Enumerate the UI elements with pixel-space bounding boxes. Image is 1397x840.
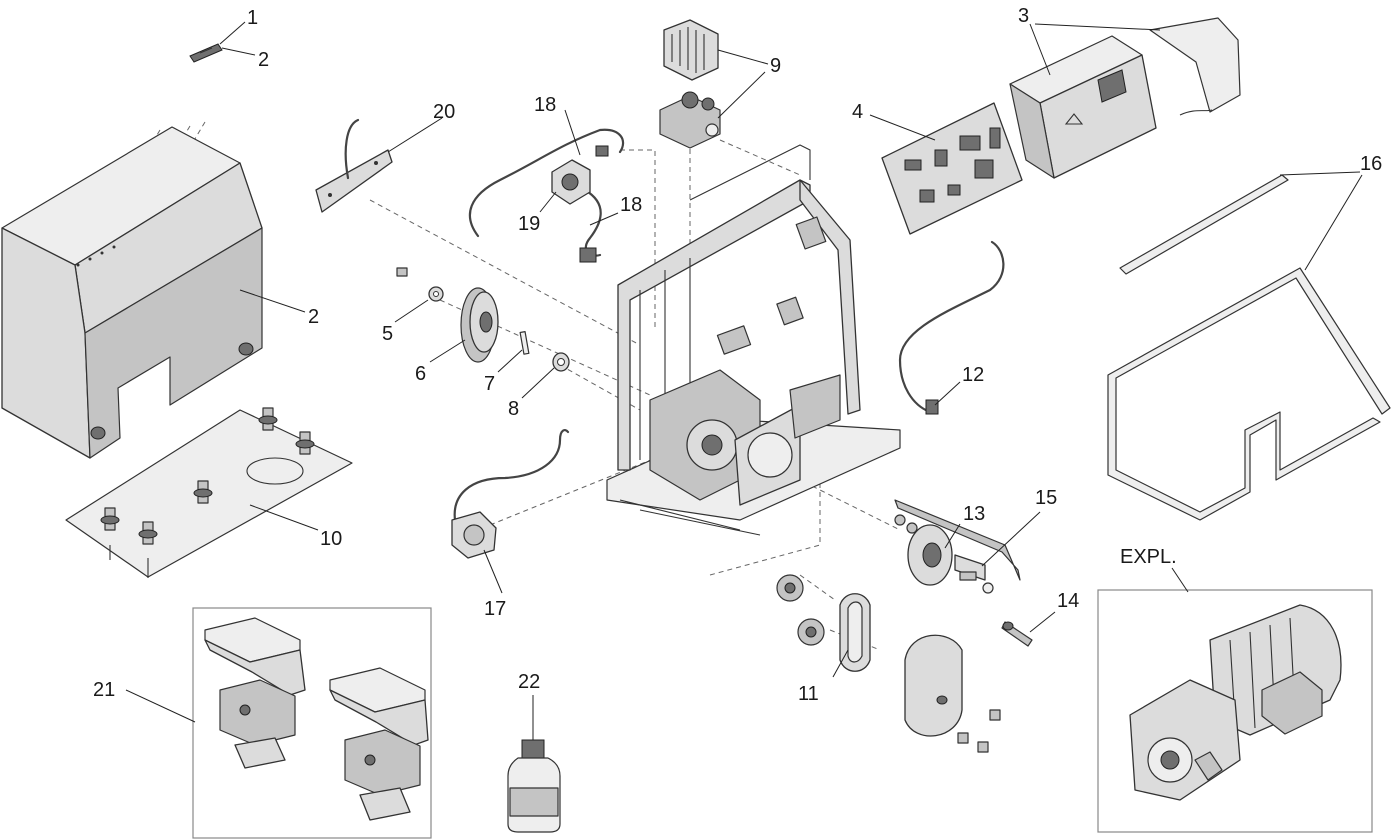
- callout-9: 9: [770, 55, 781, 77]
- rack-bracket-set: [204, 617, 429, 821]
- callout-10: 10: [320, 528, 342, 550]
- callout-12: 12: [962, 364, 984, 386]
- callout-expl: EXPL.: [1120, 546, 1177, 568]
- callout-2-cover: 2: [308, 306, 319, 328]
- callout-4: 4: [852, 101, 863, 123]
- callout-17: 17: [484, 598, 506, 620]
- callout-19: 19: [518, 213, 540, 235]
- callout-3: 3: [1018, 5, 1029, 27]
- callout-16: 16: [1360, 153, 1382, 175]
- callout-5: 5: [382, 323, 393, 345]
- callout-2-badge: 2: [258, 49, 269, 71]
- encoder-sensor: [451, 429, 570, 559]
- callout-6: 6: [415, 363, 426, 385]
- pulley-set: [894, 499, 1021, 594]
- callout-14: 14: [1057, 590, 1079, 612]
- gearmotor: [1129, 604, 1342, 801]
- access-cover: [904, 634, 1001, 753]
- control-board: [881, 102, 1023, 235]
- sensor-bracket: [315, 118, 393, 213]
- cover-housing: [1, 126, 263, 459]
- oil-bottle: [507, 739, 561, 833]
- main-frame: [606, 144, 901, 536]
- accessory-box: [192, 607, 432, 839]
- cable: [898, 240, 1005, 415]
- limit-switch: [551, 159, 591, 205]
- callout-21: 21: [93, 679, 115, 701]
- belt-drive: [776, 574, 871, 672]
- callout-18-side: 18: [620, 194, 642, 216]
- callout-11: 11: [798, 683, 819, 705]
- callout-22: 22: [518, 671, 540, 693]
- exploded-motor-box: [1097, 589, 1373, 833]
- leader-lines: [125, 21, 1363, 740]
- badge-logo: [189, 43, 223, 63]
- wire-harness: [468, 128, 625, 263]
- frame-rod: [1107, 174, 1391, 521]
- callout-1: 1: [247, 7, 258, 29]
- callout-8: 8: [508, 398, 519, 420]
- gear-assembly: [396, 267, 570, 372]
- transformer: [659, 19, 721, 149]
- base-plate: [65, 407, 353, 578]
- callout-13: 13: [963, 503, 985, 525]
- release-key: [1001, 621, 1033, 647]
- callout-7: 7: [484, 373, 495, 395]
- callout-20: 20: [433, 101, 455, 123]
- board-cover: [1009, 17, 1241, 179]
- callout-labels: 1 2 2 3 4 5 6 7 8 9 10 11 12 13 14 15 16…: [93, 5, 1382, 705]
- callout-18-top: 18: [534, 94, 556, 116]
- callout-15: 15: [1035, 487, 1057, 509]
